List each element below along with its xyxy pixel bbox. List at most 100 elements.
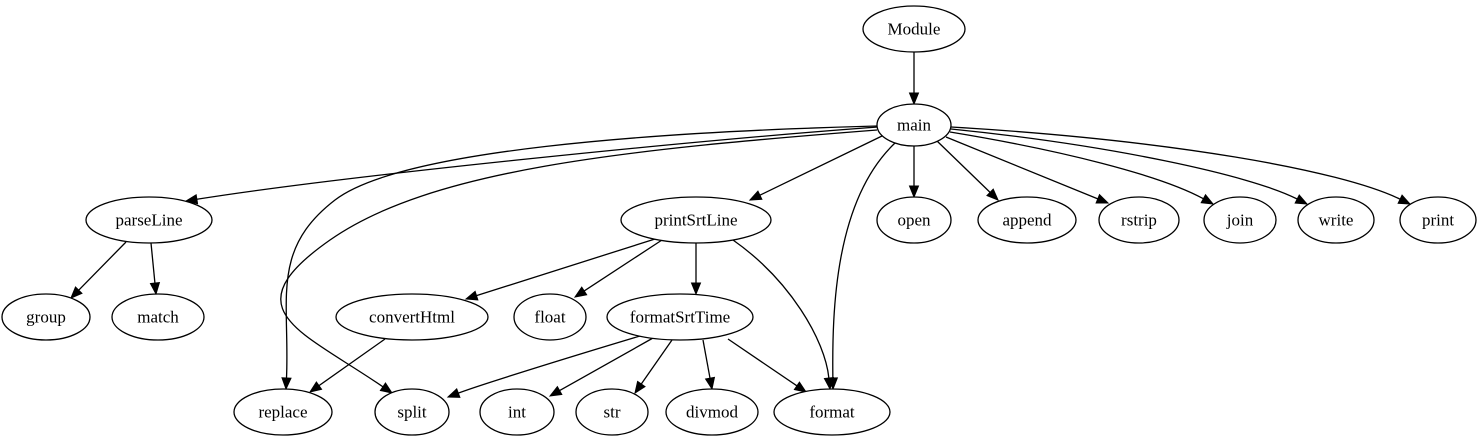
edge-main-to-append [936,140,999,201]
edge-main-to-parseline [184,126,879,205]
node-ellipse [1297,196,1375,244]
node-float: float [513,293,587,341]
node-int: int [479,388,555,436]
node-ellipse [85,196,213,244]
node-label: split [397,403,427,422]
node-divmod: divmod [665,388,759,436]
node-ellipse [606,293,754,341]
arrowhead-icon [908,185,920,199]
edge-main-to-print [950,126,1412,205]
edge-line [78,241,127,291]
arrowhead-icon [446,388,461,398]
edge-main-to-write [950,128,1309,205]
arrowhead-icon [1200,193,1215,205]
node-label: int [508,403,526,422]
node-ellipse [876,103,952,147]
node-ellipse [335,293,489,341]
node-label: group [26,308,66,327]
edge-module-to-main [908,52,920,106]
node-ellipse [374,388,450,436]
node-label: divmod [686,403,738,422]
node-ellipse [1399,196,1477,244]
edge-main-to-join [949,131,1215,205]
arrowhead-icon [281,377,292,391]
node-label: print [1422,211,1454,230]
node-parseline: parseLine [85,196,213,244]
arrowhead-icon [748,190,763,201]
node-label: parseLine [115,211,182,230]
node-label: write [1319,211,1354,230]
edge-formatsrttime-to-format [727,338,808,393]
arrowhead-icon [1095,193,1110,204]
arrowhead-icon [908,92,920,106]
arrowhead-icon [548,385,563,397]
node-label: printSrtLine [654,211,737,230]
node-ellipse [575,388,649,436]
arrowhead-icon [823,377,835,391]
edge-line [936,140,991,193]
edge-line [702,339,711,379]
edge-main-to-printsrtline [748,135,883,201]
node-ellipse [233,388,333,436]
node-replace: replace [233,388,333,436]
node-label: match [137,308,179,327]
edge-line [950,128,1298,200]
edge-line [196,126,879,200]
node-ellipse [479,388,555,436]
node-ellipse [111,293,205,341]
arrowhead-icon [986,188,999,201]
edge-formatsrttime-to-str [634,339,673,395]
node-label: convertHtml [369,308,455,327]
arrowhead-icon [149,282,161,296]
edge-line [727,338,798,387]
edge-main-to-open [908,146,920,199]
edge-line [476,238,656,297]
node-label: str [604,403,621,422]
node-join: join [1203,196,1277,244]
node-ellipse [876,196,952,244]
edge-line [640,339,673,385]
edge-line [150,242,156,284]
node-format: format [773,388,891,436]
edge-printsrtline-to-format [732,239,835,391]
node-label: append [1002,211,1052,230]
edge-parseline-to-match [149,242,161,296]
arrowhead-icon [379,382,394,394]
node-print: print [1399,196,1477,244]
edge-formatsrttime-to-split [446,335,641,398]
edge-line [318,338,386,387]
arrowhead-icon [1397,194,1412,205]
node-label: open [897,211,931,230]
node-ellipse [620,196,772,244]
edge-formatsrttime-to-int [548,337,654,397]
edge-printsrtline-to-converthtml [464,238,656,301]
node-match: match [111,293,205,341]
node-str: str [575,388,649,436]
node-ellipse [977,196,1077,244]
arrowhead-icon [573,286,588,298]
node-append: append [977,196,1077,244]
node-split: split [374,388,450,436]
edge-line [759,135,883,196]
node-ellipse [1098,196,1180,244]
edge-line [583,239,663,292]
node-rstrip: rstrip [1098,196,1180,244]
edge-line [945,136,1099,200]
arrowhead-icon [690,282,702,296]
node-label: formatSrtTime [630,308,730,327]
node-label: main [897,116,931,135]
node-label: replace [258,403,307,422]
edge-line [732,239,830,379]
node-converthtml: convertHtml [335,293,489,341]
node-ellipse [862,5,966,53]
edge-main-to-split [280,129,878,394]
node-ellipse [665,388,759,436]
edge-main-to-format [827,142,896,391]
node-write: write [1297,196,1375,244]
arrowhead-icon [184,194,199,205]
edge-line [285,125,878,379]
node-open: open [876,196,952,244]
node-label: join [1226,211,1254,230]
edges-layer [70,52,1412,398]
